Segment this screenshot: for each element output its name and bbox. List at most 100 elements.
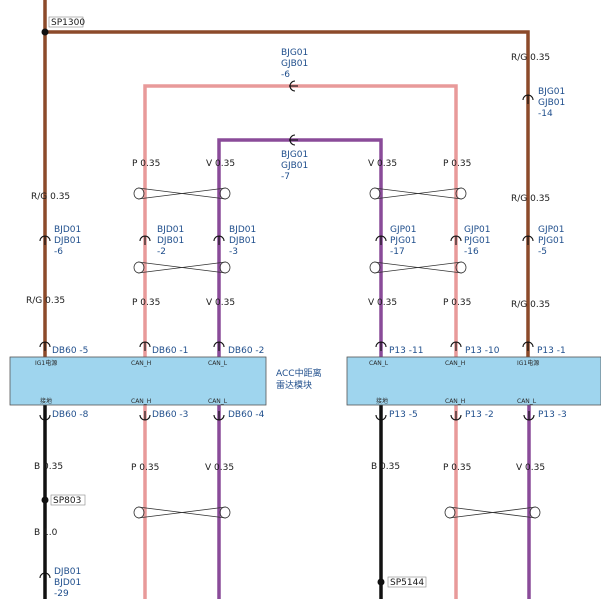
pin-label: 接地: [376, 397, 388, 405]
twist-mark: [369, 261, 467, 274]
connector-djb-bjd-29: DJB01 BJD01 -29: [54, 567, 81, 599]
pin-p13-2: P13 -2: [465, 410, 494, 420]
pin-label: IG1电源: [35, 359, 57, 367]
svg-text:GJB01: GJB01: [538, 98, 565, 108]
wire-label: P 0.35: [132, 159, 160, 169]
pin-db60-3: DB60 -3: [152, 410, 188, 420]
svg-text:BJD01: BJD01: [157, 225, 184, 235]
svg-text:BJD01: BJD01: [54, 578, 81, 588]
wire-label: B 1.0: [34, 528, 58, 538]
wire-label: R/G 0.35: [511, 194, 550, 204]
splice-dot: [41, 496, 49, 504]
pin-label: CAN_H: [131, 398, 151, 405]
svg-text:-6: -6: [54, 247, 63, 257]
svg-text:GJP01: GJP01: [464, 225, 491, 235]
svg-text:PJG01: PJG01: [390, 236, 417, 246]
twist-mark: [444, 506, 541, 519]
wire-v-top-loop: [217, 138, 383, 362]
wire-label: P 0.35: [132, 298, 160, 308]
splice-label-box: [387, 576, 427, 588]
svg-text:GJP01: GJP01: [538, 225, 565, 235]
svg-text:-5: -5: [538, 247, 547, 257]
module-right: [346, 356, 601, 406]
svg-text:DJB01: DJB01: [54, 236, 81, 246]
wire-label: V 0.35: [368, 159, 397, 169]
svg-text:-2: -2: [157, 247, 166, 257]
splice-sp5144: SP5144: [390, 578, 424, 588]
splice-dot: [377, 578, 385, 586]
pin-label: CAN_L: [208, 398, 228, 405]
connector-bjg-gjb-6: BJG01 GJB01 -6: [281, 48, 308, 80]
connector-gjp-pjg-17: GJP01 PJG01 -17: [390, 225, 417, 257]
pin-label: IG1电源: [517, 359, 539, 367]
svg-text:-7: -7: [281, 172, 290, 182]
connector-bjd-djb-2: BJD01 DJB01 -2: [157, 225, 184, 257]
pin-label: CAN_H: [131, 360, 151, 367]
pin-label: CAN_H: [445, 360, 465, 367]
twist-mark: [133, 506, 231, 519]
wire-label: R/G 0.35: [511, 300, 550, 310]
splice-sp1300: SP1300: [51, 18, 85, 28]
wire-rg-right: [45, 30, 530, 362]
wire-label: R/G 0.35: [511, 53, 550, 63]
svg-text:BJG01: BJG01: [281, 48, 308, 58]
module-name: ACC中距离雷达模块: [276, 369, 322, 391]
pin-label: CAN_L: [369, 360, 389, 367]
wire-p-top-loop: [143, 84, 458, 362]
svg-text:-3: -3: [229, 247, 238, 257]
connector-gjp-pjg-5: GJP01 PJG01 -5: [538, 225, 565, 257]
svg-text:GJP01: GJP01: [390, 225, 417, 235]
svg-text:-14: -14: [538, 109, 553, 119]
connector-bjg-gjb-14: BJG01 GJB01 -14: [538, 87, 565, 119]
connector-bjg-gjb-7: BJG01 GJB01 -7: [281, 150, 308, 182]
wire-label: B 0.35: [371, 462, 400, 472]
twisted-pair-marks: [133, 187, 541, 519]
svg-text:-29: -29: [54, 589, 69, 599]
twist-mark: [369, 187, 467, 200]
wire-label: V 0.35: [206, 298, 235, 308]
svg-text:-6: -6: [281, 70, 290, 80]
connector-symbols: [39, 80, 535, 582]
wire-label: P 0.35: [443, 298, 471, 308]
svg-text:BJG01: BJG01: [538, 87, 565, 97]
pin-p13-5: P13 -5: [389, 410, 418, 420]
module-name-wrap: ACC中距离雷达模块: [276, 369, 322, 391]
twist-mark: [133, 261, 231, 274]
wire-label: V 0.35: [205, 463, 234, 473]
wire-label: B 0.35: [34, 462, 63, 472]
svg-text:GJB01: GJB01: [281, 59, 308, 69]
splice-dot: [41, 28, 49, 36]
wire-label: R/G 0.35: [26, 296, 65, 306]
module-left: [9, 356, 267, 406]
pin-p13-11: P13 -11: [389, 346, 423, 356]
svg-text:BJG01: BJG01: [281, 150, 308, 160]
pin-p13-3: P13 -3: [538, 410, 567, 420]
pin-label: CAN_H: [445, 398, 465, 405]
connector-gjp-pjg-16: GJP01 PJG01 -16: [464, 225, 491, 257]
wire-label: P 0.35: [443, 159, 471, 169]
svg-text:PJG01: PJG01: [464, 236, 491, 246]
splice-sp803: SP803: [53, 496, 81, 506]
pin-db60-4: DB60 -4: [228, 410, 265, 420]
svg-text:BJD01: BJD01: [54, 225, 81, 235]
pin-db60-2: DB60 -2: [228, 346, 264, 356]
pin-p13-1: P13 -1: [537, 346, 566, 356]
pin-db60-1: DB60 -1: [152, 346, 188, 356]
svg-text:BJD01: BJD01: [229, 225, 256, 235]
connector-bjd-djb-6: BJD01 DJB01 -6: [54, 225, 81, 257]
svg-text:-16: -16: [464, 247, 479, 257]
wire-label: V 0.35: [368, 298, 397, 308]
twist-mark: [133, 187, 231, 200]
svg-text:DJB01: DJB01: [229, 236, 256, 246]
wire-label: P 0.35: [131, 463, 159, 473]
svg-text:DJB01: DJB01: [54, 567, 81, 577]
wire-label: V 0.35: [206, 159, 235, 169]
splice-label-box: [48, 16, 84, 28]
svg-text:DJB01: DJB01: [157, 236, 184, 246]
pin-db60-5: DB60 -5: [52, 346, 88, 356]
svg-text:PJG01: PJG01: [538, 236, 565, 246]
wire-label: V 0.35: [516, 463, 545, 473]
pin-label: 接地: [40, 397, 52, 405]
svg-text:GJB01: GJB01: [281, 161, 308, 171]
